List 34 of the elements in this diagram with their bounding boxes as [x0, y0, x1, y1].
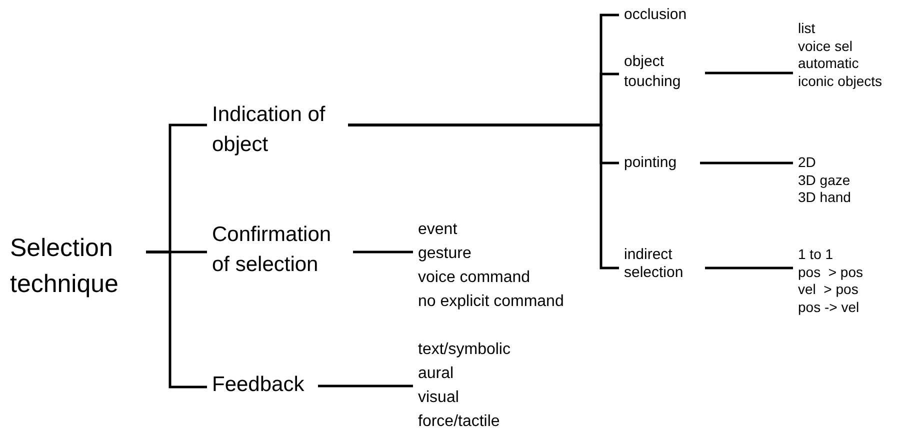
list-item: force/tactile	[418, 412, 501, 432]
list-item: voice sel	[798, 38, 854, 55]
list-item: list	[798, 20, 816, 38]
connector-line	[705, 266, 793, 270]
connector-line	[146, 250, 207, 388]
subcategory-label: occlusion	[624, 5, 704, 25]
list-item: voice command	[418, 268, 532, 288]
list-item: no explicit command	[418, 292, 564, 312]
list-item: gesture	[418, 244, 472, 264]
list-item: 1 to 1	[798, 246, 834, 264]
list-item: text/symbolic	[418, 340, 510, 360]
list-item: aural	[418, 364, 455, 384]
root-label: Selection technique	[10, 230, 140, 302]
list-item: iconic objects	[798, 72, 882, 90]
category-label: Feedback	[212, 370, 312, 400]
list-item: pos > pos	[798, 264, 863, 281]
connector-line	[705, 72, 793, 74]
list-item: visual	[418, 388, 460, 408]
list-item: 2D	[798, 154, 817, 172]
category-label: Indication of object	[212, 100, 342, 160]
subcategory-label: object touching	[624, 52, 699, 92]
list-item: event	[418, 220, 458, 240]
list-item: automatic	[798, 55, 860, 72]
list-item: vel > pos	[798, 281, 860, 298]
connector-line	[318, 384, 413, 388]
list-item: 3D gaze	[798, 172, 851, 189]
subcategory-label: pointing	[624, 153, 694, 173]
list-item: pos -> vel	[798, 298, 860, 316]
list-item: 3D hand	[798, 189, 851, 206]
connector-line	[700, 162, 793, 164]
category-label: Confirmation of selection	[212, 220, 347, 280]
subcategory-label: indirect selection	[624, 246, 699, 282]
connector-line	[348, 124, 619, 270]
connector-line	[353, 250, 413, 254]
